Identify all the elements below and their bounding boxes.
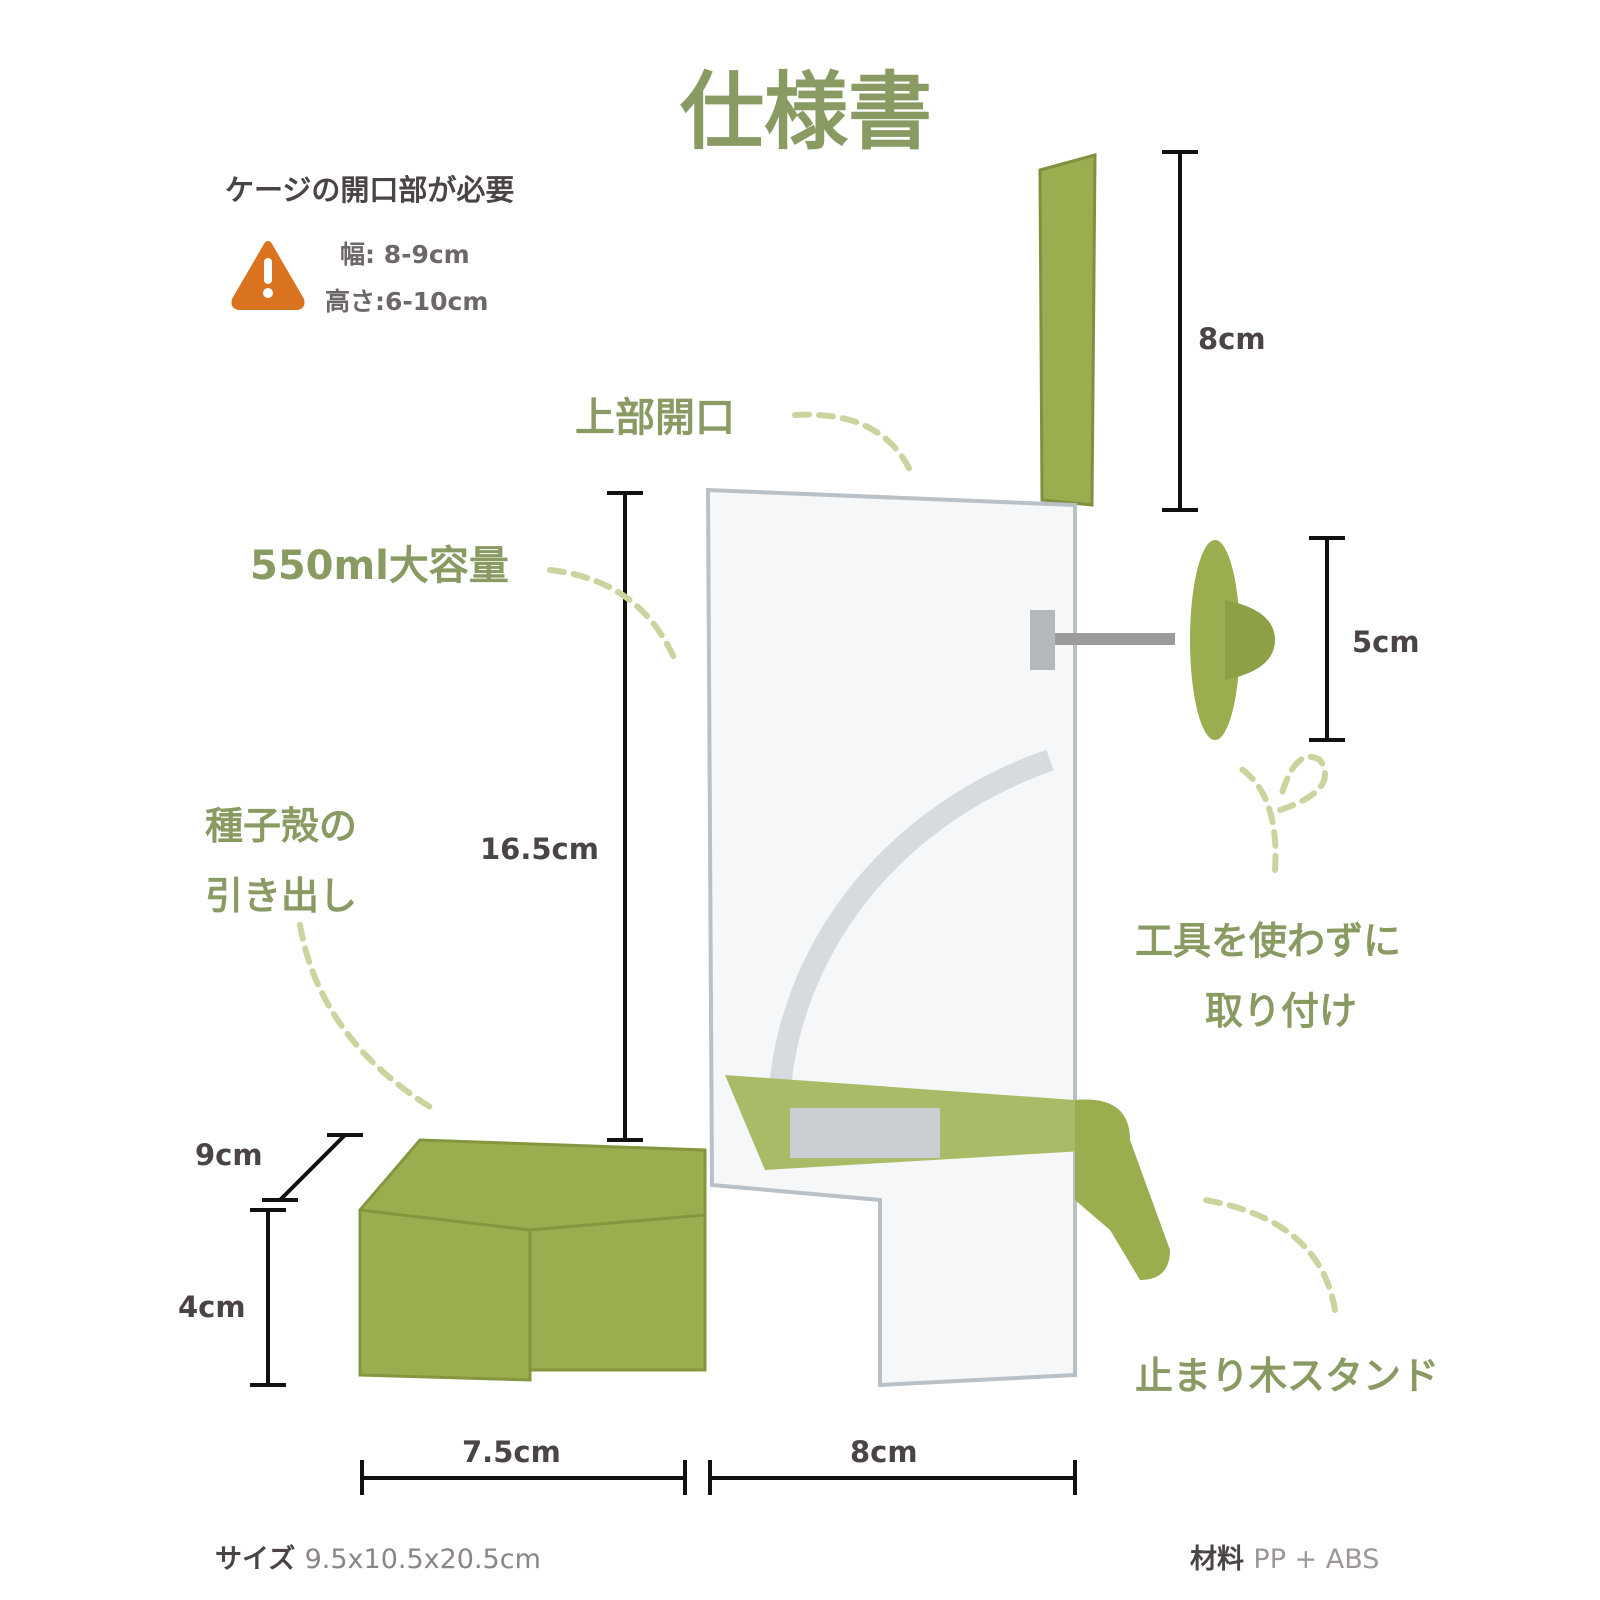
mount-disc <box>1190 540 1240 740</box>
mount-diameter-dim: 5cm <box>1352 625 1420 659</box>
toolless-label-line2: 取り付け <box>1205 989 1358 1033</box>
requirement-width: 幅: 8-9cm <box>340 240 470 269</box>
page-title: 仕様書 <box>680 63 933 161</box>
drawer-height-dim: 4cm <box>178 1290 246 1324</box>
feeder-body <box>705 487 1077 1388</box>
chute <box>769 749 1054 1091</box>
top-opening-label: 上部開口 <box>575 395 735 441</box>
requirement-heading: ケージの開口部が必要 <box>225 173 515 207</box>
perch-label: 止まり木スタンド <box>1135 1354 1440 1398</box>
size-value: 9.5x10.5x20.5cm <box>304 1544 541 1575</box>
capacity-label: 550ml大容量 <box>250 543 509 589</box>
material-label: 材料 <box>1190 1544 1244 1575</box>
lid-height-dim: 8cm <box>1198 322 1266 356</box>
material-spec: 材料 PP + ABS <box>1190 1537 1379 1576</box>
size-spec: サイズ 9.5x10.5x20.5cm <box>215 1537 541 1576</box>
dashed-arrows <box>297 411 1338 1313</box>
material-value: PP + ABS <box>1253 1544 1380 1575</box>
drawer-depth-dim: 9cm <box>195 1138 263 1172</box>
drawer-label-line1: 種子殻の <box>205 804 358 848</box>
requirement-height: 高さ:6-10cm <box>325 287 489 316</box>
screw <box>1055 633 1175 645</box>
drawer-label-line2: 引き出し <box>205 874 358 918</box>
lid <box>1038 153 1097 507</box>
perch <box>1075 1099 1170 1280</box>
drawer-width-dim: 7.5cm <box>462 1435 561 1469</box>
mount-bracket <box>1030 610 1055 670</box>
body-width-dim: 8cm <box>850 1435 918 1469</box>
dimension-lines <box>250 150 1345 1495</box>
size-label: サイズ <box>215 1544 296 1575</box>
body-height-dim: 16.5cm <box>480 832 599 866</box>
toolless-label-line1: 工具を使わずに <box>1135 919 1402 963</box>
drawer <box>358 1138 707 1382</box>
